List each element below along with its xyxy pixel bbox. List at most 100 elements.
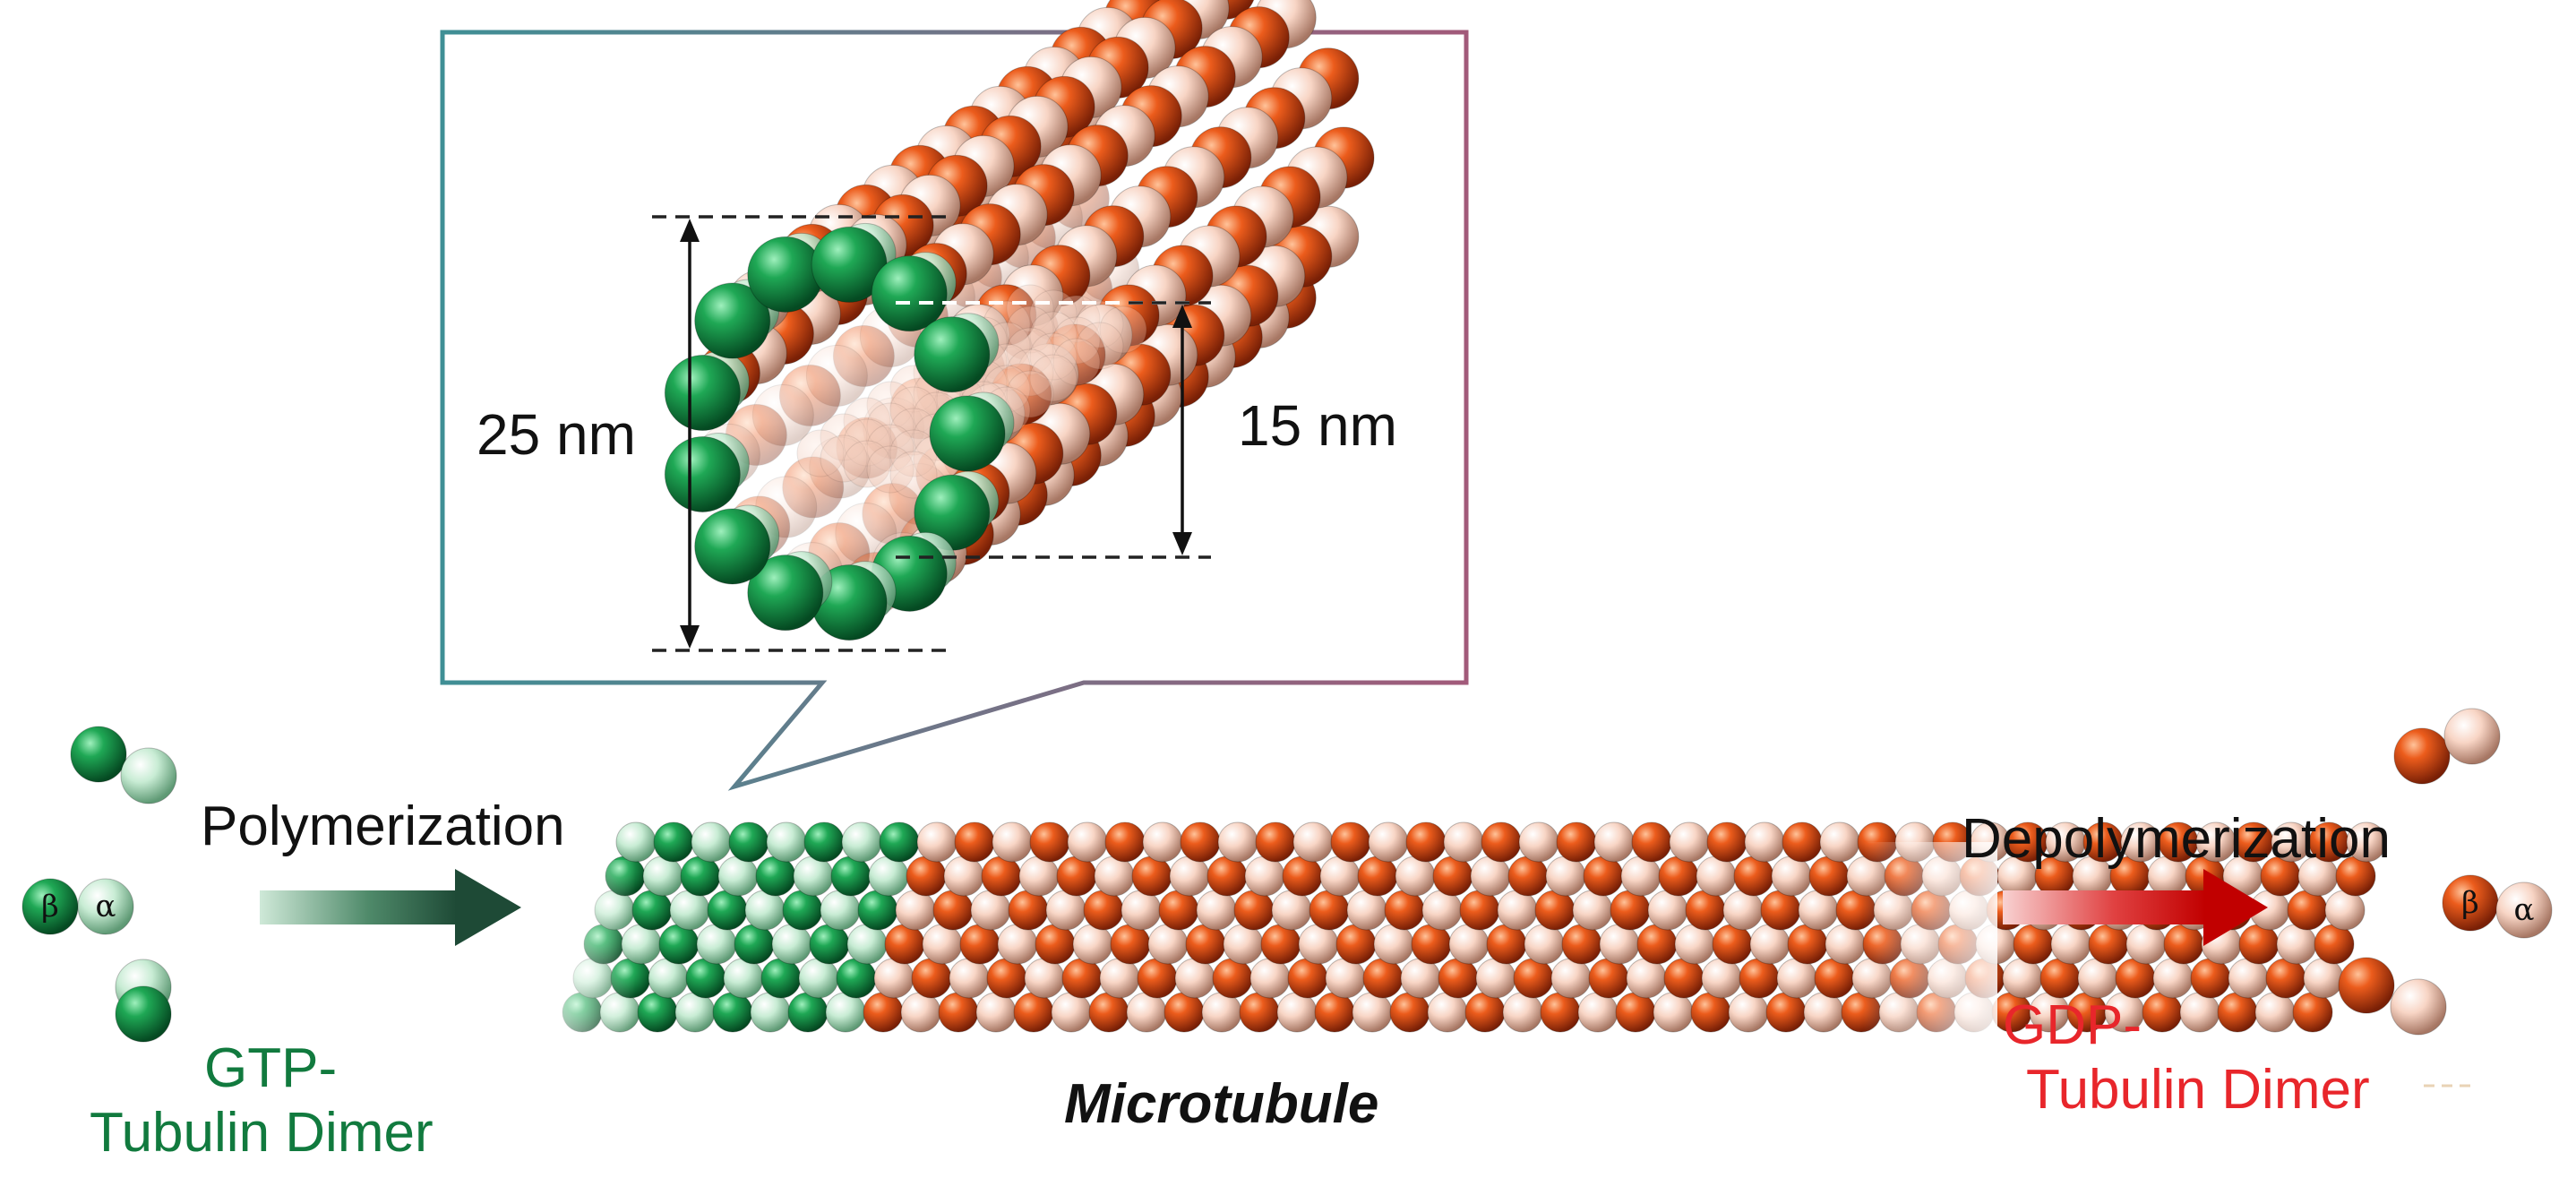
tubulin-subunit (911, 958, 952, 999)
tubulin-subunit (1760, 890, 1801, 931)
tubulin-subunit (1814, 958, 1855, 999)
tubulin-subunit (863, 992, 904, 1033)
tubulin-subunit (1088, 992, 1129, 1033)
tubulin-subunit (1008, 890, 1049, 931)
depolymerization-arrow (2003, 869, 2268, 946)
tubulin-subunit (841, 821, 882, 863)
tubulin-subunit (1325, 958, 1366, 999)
tubulin-subunit (954, 821, 995, 863)
tubulin-subunit (1674, 924, 1715, 965)
tubulin-subunit (981, 856, 1022, 897)
tubulin-subunit (696, 924, 737, 965)
tubulin-subunit (1013, 992, 1054, 1033)
tubulin-subunit (1314, 992, 1355, 1033)
tubulin-subunit (1701, 958, 1742, 999)
gdp-dimer-alpha (2443, 708, 2501, 765)
tubulin-subunit (2002, 958, 2043, 999)
tubulin-subunit (1798, 890, 1839, 931)
tubulin-subunit (750, 992, 791, 1033)
tubulin-subunit (1524, 924, 1565, 965)
tubulin-subunit (1061, 958, 1103, 999)
inner-arrowhead-bottom (1172, 532, 1192, 555)
tubulin-subunit (906, 856, 947, 897)
tubulin-subunit (1249, 958, 1291, 999)
tubulin-subunit (1217, 821, 1258, 863)
tubulin-subunit (1556, 821, 1597, 863)
tubulin-subunit (793, 856, 834, 897)
tubulin-subunit (884, 924, 925, 965)
tubulin-subunit (1094, 856, 1135, 897)
tubulin-subunit (1174, 958, 1215, 999)
tubulin-subunit (1610, 890, 1651, 931)
tubulin-subunit (1405, 821, 1447, 863)
tubulin-subunit (1233, 890, 1275, 931)
tubulin-subunit (1518, 821, 1559, 863)
tubulin-subunit (615, 821, 657, 863)
tubulin-subunit (1432, 856, 1473, 897)
tubulin-subunit (825, 992, 866, 1033)
tubulin-subunit (1507, 856, 1549, 897)
tubulin-subunit (2238, 924, 2280, 965)
polymerization-label: Polymerization (201, 795, 565, 857)
tubulin-subunit (1825, 924, 1866, 965)
tubulin-subunit (1475, 958, 1516, 999)
gtp-dimer-alpha (120, 747, 177, 804)
tubulin-subunit (2115, 958, 2156, 999)
tubulin-subunit (1163, 992, 1205, 1033)
inset-beta-subunit (664, 435, 741, 512)
tubulin-subunit (787, 992, 829, 1033)
inset-beta-subunit (664, 355, 741, 432)
tubulin-subunit (1395, 856, 1436, 897)
tubulin-subunit (1158, 890, 1199, 931)
tubulin-subunit (680, 856, 721, 897)
tubulin-subunit (1276, 992, 1318, 1033)
tubulin-subunit (2287, 890, 2328, 931)
tubulin-subunit (1636, 924, 1678, 965)
gdp-dimer-beta (2393, 727, 2451, 785)
tubulin-subunit (1421, 890, 1463, 931)
tubulin-subunit (830, 856, 872, 897)
tubulin-subunit (2179, 992, 2220, 1033)
tubulin-subunit (1782, 821, 1823, 863)
tubulin-subunit (631, 890, 673, 931)
tubulin-subunit (1497, 890, 1538, 931)
tubulin-subunit (734, 924, 775, 965)
tubulin-subunit (760, 958, 802, 999)
tubulin-subunit (1513, 958, 1554, 999)
tubulin-subunit (2265, 958, 2306, 999)
tubulin-subunit (2190, 958, 2231, 999)
gdp-dimer-label-line1: GDP- (2003, 994, 2142, 1056)
tubulin-subunit (1626, 958, 1667, 999)
depolymerization-label: Depolymerization (1962, 808, 2391, 870)
tubulin-subunit (2314, 924, 2355, 965)
tubulin-subunit (1024, 958, 1065, 999)
tubulin-subunit (1045, 890, 1086, 931)
tubulin-subunit (975, 992, 1017, 1033)
tubulin-subunit (1137, 958, 1178, 999)
microtubule-label: Microtubule (1064, 1073, 1379, 1135)
tubulin-subunit (1206, 856, 1248, 897)
tubulin-subunit (986, 958, 1027, 999)
tubulin-subunit (1298, 924, 1339, 965)
gtp-dimer-alpha-labeled (77, 878, 134, 935)
tubulin-subunit (803, 821, 845, 863)
inset-callout-frame (440, 30, 1469, 791)
tubulin-subunit (1427, 992, 1468, 1033)
tubulin-subunit (1502, 992, 1543, 1033)
inset-beta-subunit (694, 282, 771, 359)
tubulin-subunit (2276, 924, 2317, 965)
tubulin-subunit (1486, 924, 1527, 965)
tubulin-subunit (857, 890, 898, 931)
tubulin-subunit (1282, 856, 1323, 897)
tubulin-subunit (1733, 856, 1774, 897)
outer-arrowhead-top (680, 219, 700, 242)
tubulin-subunit (1056, 856, 1097, 897)
tubulin-subunit (2292, 992, 2333, 1033)
tubulin-subunit (2050, 924, 2091, 965)
tubulin-subunit (1599, 924, 1640, 965)
tubulin-subunit (755, 856, 796, 897)
tubulin-subunit (1739, 958, 1780, 999)
tubulin-subunit (744, 890, 786, 931)
